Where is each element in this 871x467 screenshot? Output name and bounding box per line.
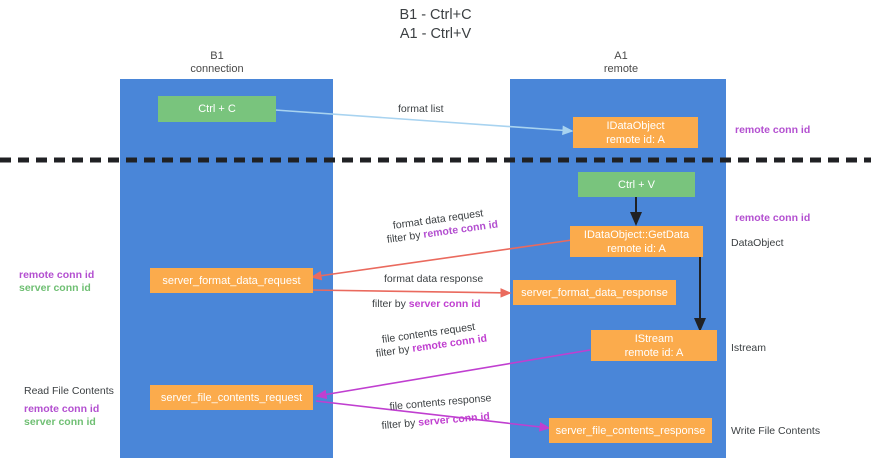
filter-prefix: filter by	[386, 228, 425, 246]
edge-label-format-data-response-filter: filter by server conn id	[372, 297, 481, 311]
annotation-right-dataobject: DataObject	[731, 237, 784, 249]
filter-prefix: filter by	[372, 298, 409, 310]
box-server-format-data-response[interactable]: server_format_data_response	[513, 280, 676, 305]
box-ctrl-c[interactable]: Ctrl + C	[158, 96, 276, 122]
filter-key-server-conn-id: server conn id	[408, 298, 481, 310]
column-header-b1: B1 connection	[190, 50, 244, 75]
filter-prefix: filter by	[381, 416, 419, 432]
annotation-left-bottom-remote-conn-id: remote conn id	[24, 403, 100, 415]
annotation-right-remote-conn-id-top: remote conn id	[735, 124, 811, 136]
filter-prefix: filter by	[375, 342, 414, 360]
box-ctrl-v[interactable]: Ctrl + V	[578, 172, 695, 197]
annotation-left-bottom-server-conn-id: server conn id	[24, 416, 96, 428]
edge-label-format-list: format list	[398, 103, 444, 115]
annotation-left-server-conn-id: server conn id	[19, 282, 91, 294]
column-header-a1: A1 remote	[603, 50, 639, 75]
box-server-format-data-request[interactable]: server_format_data_request	[150, 268, 313, 293]
arrow-format-data-response	[309, 288, 512, 298]
box-istream[interactable]: IStream remote id: A	[591, 330, 717, 361]
box-server-file-contents-response[interactable]: server_file_contents_response	[549, 418, 712, 443]
page-title: B1 - Ctrl+C A1 - Ctrl+V	[399, 7, 472, 42]
edge-label-format-data-response: format data response	[384, 273, 484, 285]
annotation-left-read-file-contents: Read File Contents	[24, 385, 114, 397]
annotation-right-remote-conn-id-mid: remote conn id	[735, 212, 811, 224]
box-server-file-contents-request[interactable]: server_file_contents_request	[150, 385, 313, 410]
annotation-left-remote-conn-id: remote conn id	[19, 269, 95, 281]
box-idataobject[interactable]: IDataObject remote id: A	[573, 117, 698, 148]
box-idataobject-getdata[interactable]: IDataObject::GetData remote id: A	[570, 226, 703, 257]
annotation-right-istream: Istream	[731, 342, 767, 354]
annotation-right-write-file-contents: Write File Contents	[731, 425, 821, 437]
filter-key-server-conn-id: server conn id	[417, 410, 491, 429]
